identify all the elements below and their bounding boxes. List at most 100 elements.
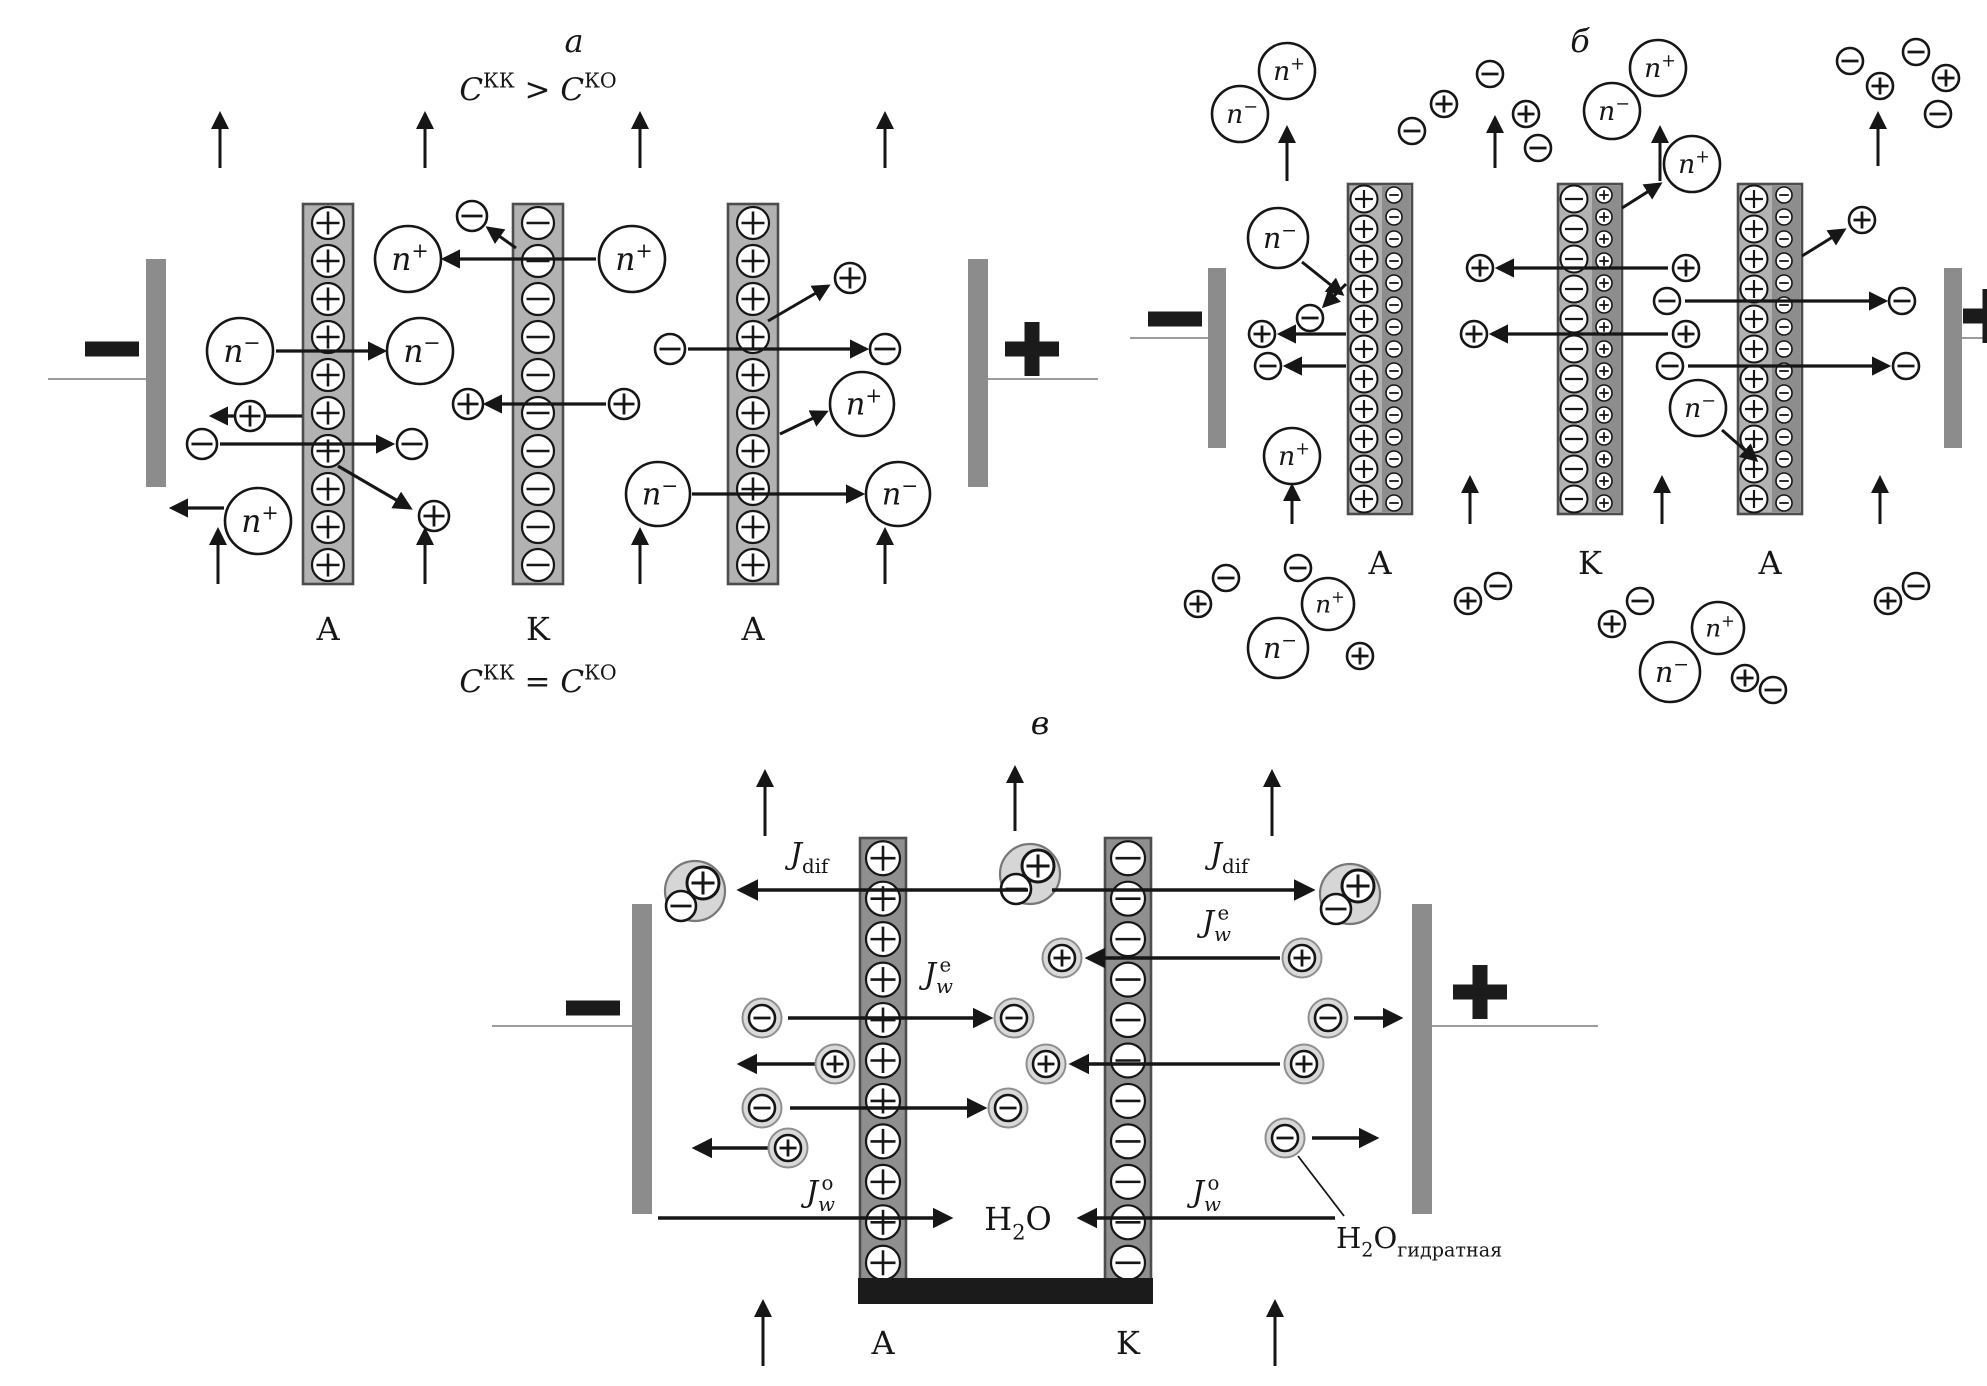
- n-plus-species: n+: [1259, 43, 1315, 99]
- anion-icon: [1309, 999, 1348, 1038]
- cation-icon: [1673, 321, 1699, 347]
- anion-icon: [743, 1089, 782, 1128]
- cation-icon: [1043, 939, 1082, 978]
- electrode-bar: [1944, 268, 1962, 448]
- hydrated-water-label: H2Oгидратная: [1336, 1221, 1502, 1262]
- hydrated-ion-pair-icon: [665, 861, 725, 921]
- anion-icon: [187, 429, 217, 459]
- electrode-bar: [1412, 904, 1432, 1214]
- panel-label: б: [1570, 22, 1590, 60]
- formula-top: CКК > CКО: [459, 69, 616, 108]
- n-plus-species: n+: [1302, 578, 1354, 630]
- membrane-label: A: [1757, 544, 1782, 582]
- water-label: H2O: [984, 1200, 1052, 1245]
- plus-terminal-icon: [1963, 289, 1987, 343]
- anion-icon: [1485, 573, 1511, 599]
- cation-icon: [1875, 588, 1901, 614]
- anion-icon: [1627, 588, 1653, 614]
- cathode: [1130, 268, 1226, 448]
- membrane-A: A: [1348, 184, 1412, 582]
- minus-terminal-icon: [85, 342, 139, 357]
- anion-icon: [870, 334, 900, 364]
- cation-icon: [235, 401, 265, 431]
- flow-arrow: [780, 412, 826, 434]
- anion-icon: [1525, 135, 1551, 161]
- n-plus-species: n+: [830, 372, 894, 436]
- cation-icon: [1285, 1045, 1324, 1084]
- cation-icon: [1467, 255, 1493, 281]
- cation-icon: [1347, 643, 1373, 669]
- anion-icon: [1255, 353, 1281, 379]
- anion-icon: [1654, 288, 1680, 314]
- anion-icon: [1399, 118, 1425, 144]
- cathode: [492, 904, 652, 1214]
- cation-icon: [816, 1045, 855, 1084]
- n-plus-species: n+: [1630, 40, 1686, 96]
- n-plus-species: n+: [1664, 136, 1720, 192]
- anion-icon: [1657, 353, 1683, 379]
- n-minus-species: n−: [1248, 208, 1308, 268]
- cation-icon: [1283, 939, 1322, 978]
- n-minus-species: n−: [387, 318, 453, 384]
- electrode-bar: [632, 904, 652, 1214]
- anion-icon: [995, 999, 1034, 1038]
- anion-icon: [1285, 555, 1311, 581]
- anion-icon: [655, 334, 685, 364]
- n-minus-species: n−: [1640, 642, 1700, 702]
- membrane-label: A: [315, 610, 340, 648]
- anion-icon: [1760, 677, 1786, 703]
- membrane-label: K: [526, 610, 551, 648]
- anode: [1412, 904, 1598, 1214]
- electrode-bar: [1208, 268, 1226, 448]
- flow-arrow: [1622, 184, 1660, 208]
- anion-icon: [743, 999, 782, 1038]
- hydrated-ion-pair-icon: [1320, 864, 1380, 924]
- cation-icon: [419, 501, 449, 531]
- n-minus-species: n−: [866, 462, 930, 526]
- membrane-K: K: [513, 204, 563, 648]
- n-minus-species: n−: [1248, 618, 1308, 678]
- anion-icon: [989, 1089, 1028, 1128]
- cation-icon: [1027, 1045, 1066, 1084]
- n-plus-species: n+: [1692, 602, 1744, 654]
- flux-label-jwe-right: Jwe: [1196, 901, 1231, 946]
- n-minus-species: n−: [1670, 380, 1726, 436]
- cation-icon: [1849, 207, 1875, 233]
- membrane-label: A: [870, 1324, 895, 1362]
- membrane-connector: [858, 1278, 1153, 1304]
- plus-terminal-icon: [1005, 322, 1059, 376]
- cathode: [48, 259, 166, 487]
- anion-icon: [1837, 48, 1863, 74]
- panel-label: a: [564, 22, 583, 60]
- membrane-label: K: [1116, 1324, 1141, 1362]
- membrane-A: A: [1738, 184, 1802, 582]
- anion-icon: [1297, 305, 1323, 331]
- cation-icon: [1249, 321, 1275, 347]
- leader-line: [1298, 1156, 1344, 1216]
- anion-icon: [457, 201, 487, 231]
- anion-icon: [1903, 573, 1929, 599]
- cation-icon: [769, 1129, 808, 1168]
- cation-icon: [835, 263, 865, 293]
- cation-icon: [1673, 255, 1699, 281]
- flux-label-jdif-left: Jdif: [784, 837, 830, 878]
- panel-label: в: [1031, 704, 1050, 742]
- cation-icon: [453, 389, 483, 419]
- membrane-label: A: [1367, 544, 1392, 582]
- anion-icon: [1213, 565, 1239, 591]
- cation-icon: [1461, 321, 1487, 347]
- membrane-K: K: [1558, 184, 1622, 582]
- anion-icon: [1266, 1119, 1305, 1158]
- plus-terminal-icon: [1453, 965, 1507, 1019]
- anion-icon: [1903, 39, 1929, 65]
- cation-icon: [1455, 588, 1481, 614]
- anion-icon: [1889, 288, 1915, 314]
- minus-terminal-icon: [566, 1001, 620, 1016]
- cation-icon: [1933, 65, 1959, 91]
- cation-icon: [1431, 91, 1457, 117]
- flow-arrow: [1802, 230, 1844, 256]
